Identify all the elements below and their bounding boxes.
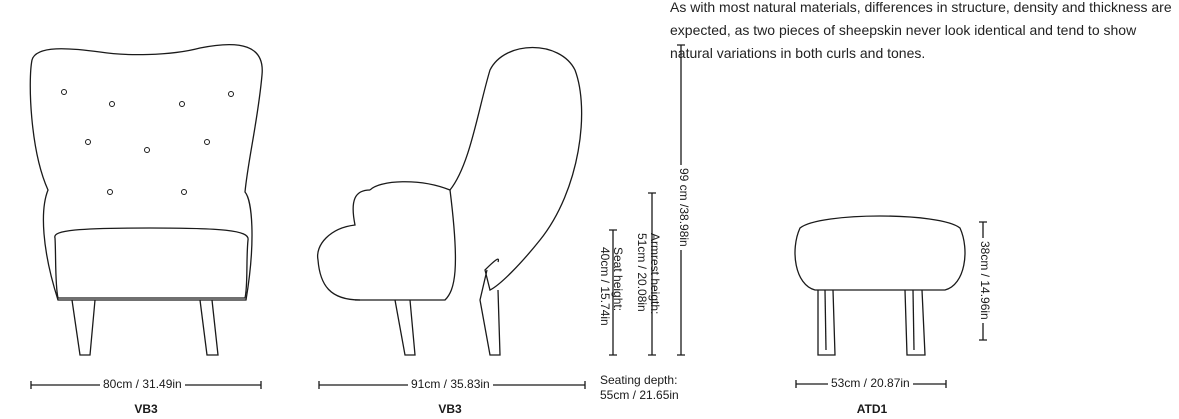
armrest-title: Armrest heigth: — [648, 233, 662, 315]
armrest-height-label: Armrest heigth:51cm / 20.08in — [635, 230, 662, 317]
ottoman-drawing — [794, 215, 966, 356]
ottoman-model-label: ATD1 — [856, 402, 888, 416]
armrest-value: 51cm / 20.08in — [635, 233, 649, 312]
seating-depth-title: Seating depth: — [600, 373, 678, 387]
front-chair-drawing — [29, 43, 263, 356]
seat-height-label: Seat height:40cm / 15.74in — [598, 244, 625, 329]
front-model-label: VB3 — [134, 402, 158, 416]
dimension-lines — [30, 44, 987, 389]
material-note: As with most natural materials, differen… — [670, 0, 1172, 61]
ottoman-width-label: 53cm / 20.87in — [828, 376, 913, 390]
seat-value: 40cm / 15.74in — [598, 247, 612, 326]
side-depth-label: 91cm / 35.83in — [408, 377, 493, 391]
seat-title: Seat height: — [611, 247, 625, 312]
seating-depth-value: 55cm / 21.65in — [600, 388, 679, 402]
total-height-label: 99 cm /38.98in — [677, 165, 691, 250]
ottoman-height-label: 38cm / 14.96in — [978, 238, 992, 323]
side-chair-drawing — [317, 46, 583, 356]
front-width-label: 80cm / 31.49in — [100, 377, 185, 391]
seating-depth-label: Seating depth:55cm / 21.65in — [600, 373, 679, 403]
side-model-label: VB3 — [438, 402, 462, 416]
